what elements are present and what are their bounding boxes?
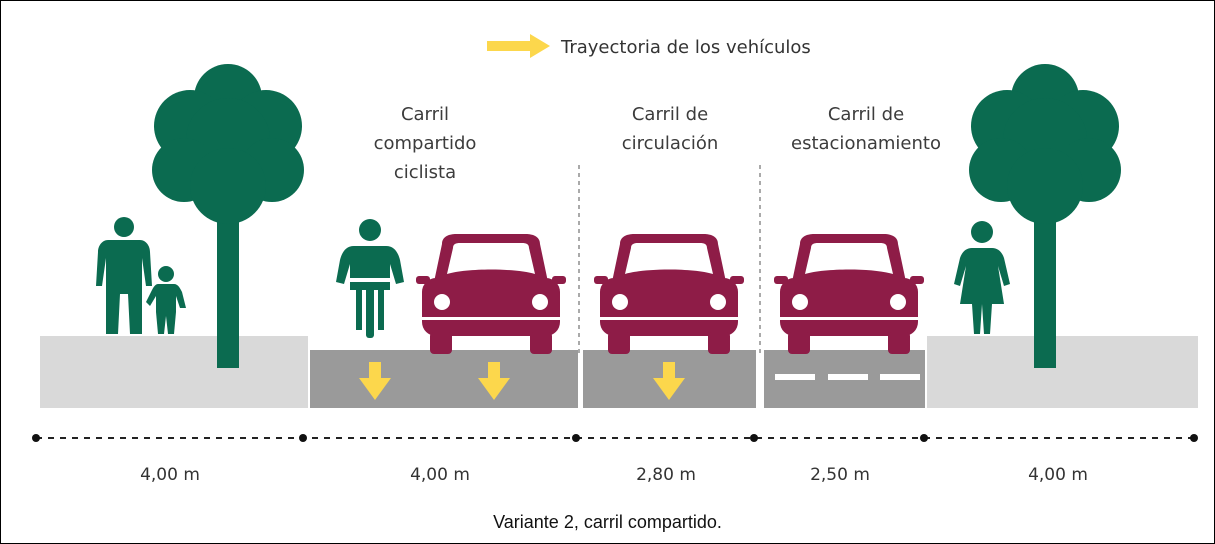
lane-label-parking-line2: estacionamiento xyxy=(791,133,941,154)
tree-icon xyxy=(969,64,1121,368)
lane-label-traffic-line2: circulación xyxy=(622,133,719,154)
figure-caption: Variante 2, carril compartido. xyxy=(493,512,722,532)
lane-label-bike-line3: ciclista xyxy=(394,162,456,183)
lane-label-parking: Carril de estacionamiento xyxy=(791,104,941,154)
lane-label-bike: Carril compartido ciclista xyxy=(374,104,477,183)
car-icon xyxy=(594,234,744,354)
legend: Trayectoria de los vehículos xyxy=(487,34,811,58)
dimension-traffic-lane: 2,80 m xyxy=(636,465,696,485)
lane-label-traffic: Carril de circulación xyxy=(622,104,719,154)
left-sidewalk xyxy=(40,336,308,408)
lane-label-parking-line1: Carril de xyxy=(828,104,904,125)
cyclist-icon xyxy=(336,219,404,338)
lane-label-bike-line1: Carril xyxy=(401,104,449,125)
pedestrian-woman-icon xyxy=(954,221,1010,334)
car-icon xyxy=(774,234,924,354)
dimension-right-sidewalk: 4,00 m xyxy=(1028,465,1088,485)
parking-lane-markings xyxy=(775,374,920,380)
bike-shared-lane xyxy=(310,350,578,408)
legend-arrow-icon xyxy=(487,34,550,58)
car-icon xyxy=(416,234,566,354)
dimension-left-sidewalk: 4,00 m xyxy=(140,465,200,485)
lane-label-traffic-line1: Carril de xyxy=(632,104,708,125)
dimension-ticks xyxy=(32,434,1198,442)
dimension-parking-lane: 2,50 m xyxy=(810,465,870,485)
lane-label-bike-line2: compartido xyxy=(374,133,477,154)
dimension-bike-lane: 4,00 m xyxy=(410,465,470,485)
legend-label: Trayectoria de los vehículos xyxy=(560,37,811,58)
right-sidewalk xyxy=(927,336,1198,408)
pedestrian-adult-child-icon xyxy=(96,217,186,334)
